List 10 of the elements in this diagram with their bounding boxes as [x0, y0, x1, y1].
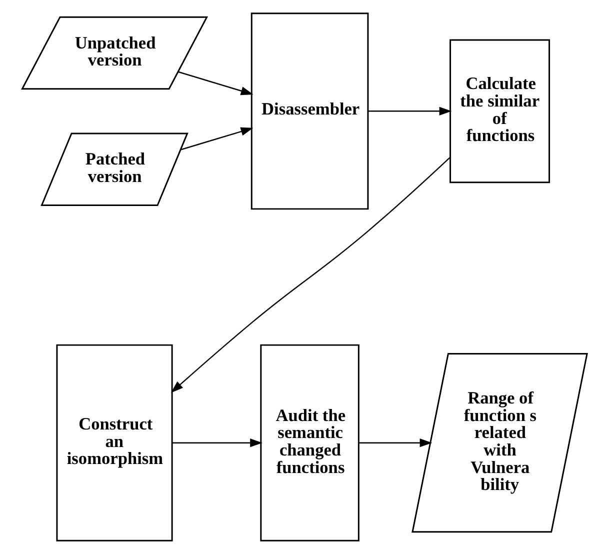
- arrow: [180, 127, 253, 150]
- arrow: [368, 106, 452, 116]
- arrow: [172, 438, 262, 448]
- arrow: [178, 71, 253, 96]
- node-box: Audit the semantic changed functions: [260, 344, 359, 542]
- node-box: Disassembler: [250, 12, 368, 210]
- arrow: [170, 157, 450, 393]
- node-box: Construct an isomorphism: [56, 344, 172, 542]
- arrow: [358, 438, 432, 448]
- node-box: Calculate the similar of functions: [449, 39, 550, 184]
